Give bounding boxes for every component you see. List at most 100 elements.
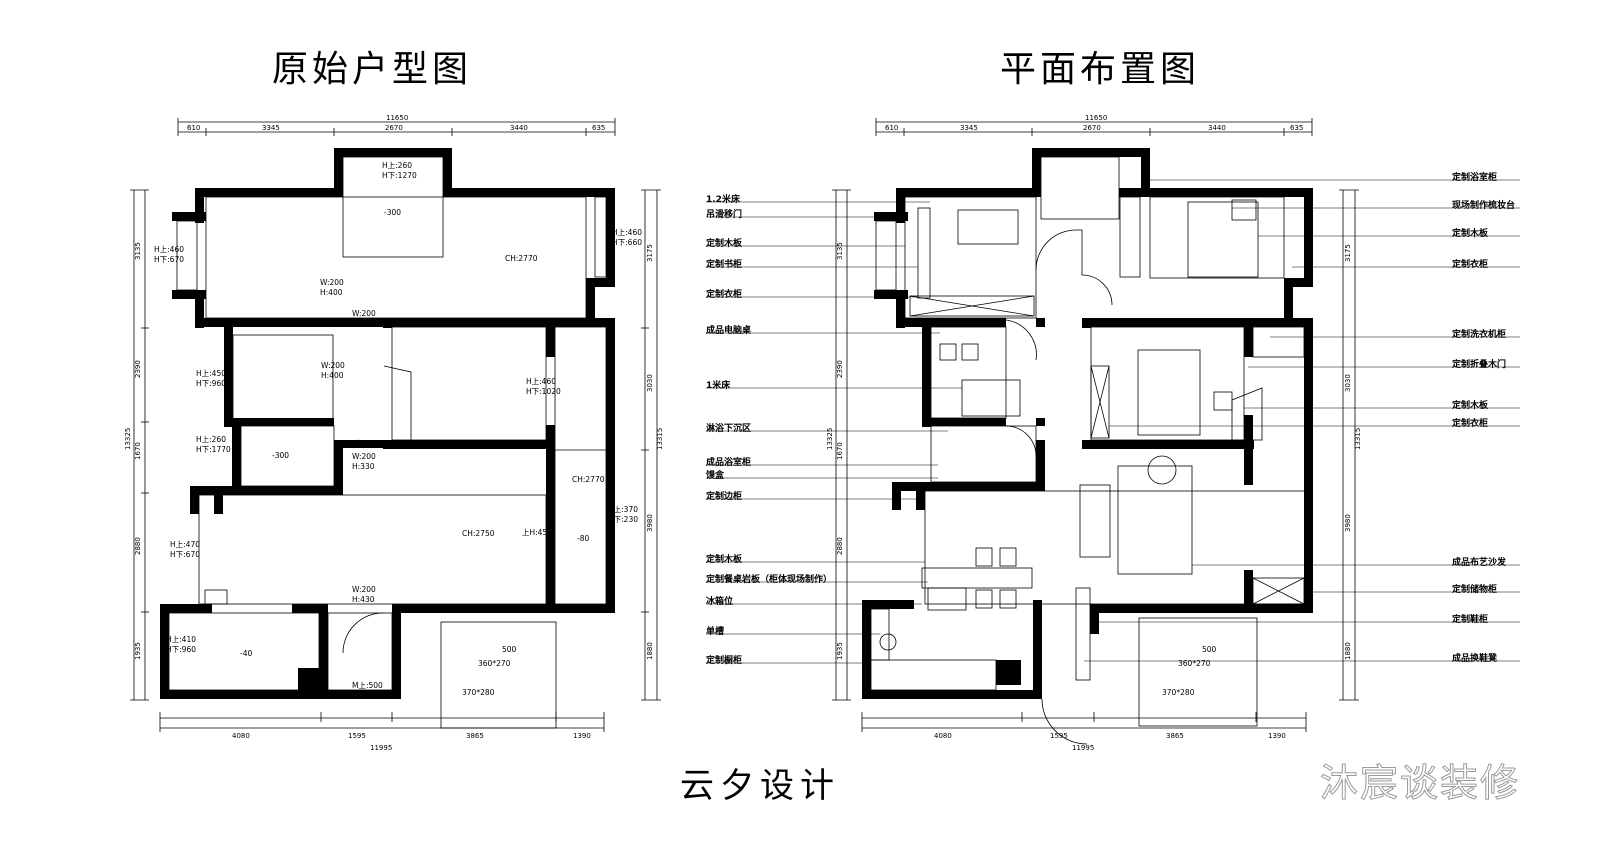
svg-text:-40: -40 [240, 649, 252, 658]
label-shoe-bench: 成品换鞋凳 [1452, 654, 1498, 664]
svg-text:2670: 2670 [385, 124, 403, 132]
svg-text:11650: 11650 [386, 114, 408, 122]
label-bath-cabinet-right: 定制浴室柜 [1452, 173, 1498, 183]
svg-text:H:430: H:430 [352, 595, 375, 604]
svg-text:2880: 2880 [836, 537, 844, 555]
svg-text:3135: 3135 [134, 242, 142, 260]
label-shower-area: 淋浴下沉区 [706, 424, 752, 434]
svg-text:360*270: 360*270 [478, 659, 511, 668]
label-custom-wardrobe-3: 定制衣柜 [1452, 419, 1489, 429]
svg-text:3440: 3440 [1208, 124, 1226, 132]
svg-text:3030: 3030 [1344, 374, 1352, 392]
label-custom-bookcase: 定制书柜 [706, 260, 743, 270]
label-washer-cabinet: 定制洗衣机柜 [1452, 330, 1507, 340]
svg-text:-300: -300 [272, 451, 289, 460]
svg-text:3345: 3345 [960, 124, 978, 132]
svg-text:3345: 3345 [262, 124, 280, 132]
svg-text:H上:260: H上:260 [196, 435, 226, 444]
svg-text:370*280: 370*280 [1162, 688, 1195, 697]
svg-text:1390: 1390 [573, 732, 591, 740]
svg-text:1935: 1935 [134, 642, 142, 660]
svg-text:2390: 2390 [134, 360, 142, 378]
svg-text:4080: 4080 [232, 732, 250, 740]
svg-text:360*270: 360*270 [1178, 659, 1211, 668]
svg-text:上H:450: 上H:450 [522, 528, 552, 537]
svg-text:W:200: W:200 [352, 452, 376, 461]
label-side-cabinet: 定制边柜 [706, 492, 743, 502]
svg-text:3980: 3980 [1344, 514, 1352, 532]
label-kitchen-cabinet: 定制橱柜 [706, 656, 743, 666]
label-custom-board-2: 定制木板 [706, 555, 743, 565]
svg-text:-300: -300 [384, 208, 401, 217]
svg-text:H下:230: H下:230 [608, 515, 638, 524]
svg-text:3030: 3030 [646, 374, 654, 392]
original-floor-plan: 11650 610 3345 2670 3440 635 4080 1595 3… [124, 114, 664, 752]
svg-text:1880: 1880 [646, 642, 654, 660]
label-sink: 单槽 [706, 627, 725, 637]
svg-text:M上:650: M上:650 [348, 439, 379, 448]
svg-text:11995: 11995 [1072, 744, 1094, 752]
svg-text:H下:660: H下:660 [612, 238, 642, 247]
svg-text:13315: 13315 [656, 428, 664, 450]
svg-text:500: 500 [502, 645, 517, 654]
label-sliding-door: 吊滑移门 [706, 210, 743, 220]
label-custom-board-3: 定制木板 [1452, 229, 1489, 239]
svg-text:1670: 1670 [836, 442, 844, 460]
layout-floor-plan: 11650 610 3345 2670 3440 635 4080 1595 3… [706, 114, 1520, 752]
label-custom-wardrobe-1: 定制衣柜 [706, 290, 743, 300]
svg-text:3440: 3440 [510, 124, 528, 132]
label-bed-1-2m: 1.2米床 [706, 195, 740, 205]
svg-text:3980: 3980 [646, 514, 654, 532]
svg-text:4080: 4080 [934, 732, 952, 740]
svg-text:H下:1770: H下:1770 [196, 445, 231, 454]
svg-text:3175: 3175 [1344, 244, 1352, 262]
svg-text:635: 635 [592, 124, 605, 132]
svg-text:H上:450: H上:450 [196, 369, 226, 378]
svg-text:13325: 13325 [124, 428, 132, 450]
svg-text:3865: 3865 [466, 732, 484, 740]
label-folding-door: 定制折叠木门 [1452, 360, 1507, 370]
original-plan-title: 原始户型图 [272, 49, 473, 90]
label-fridge: 冰箱位 [706, 597, 734, 607]
svg-text:H:400: H:400 [320, 288, 343, 297]
label-dining-table: 定制餐桌岩板（柜体现场制作） [706, 575, 833, 585]
svg-text:H上:470: H上:470 [170, 540, 200, 549]
svg-text:2670: 2670 [1083, 124, 1101, 132]
label-custom-wardrobe-2: 定制衣柜 [1452, 260, 1489, 270]
label-sofa: 成品布艺沙发 [1452, 558, 1507, 568]
label-wash-basin: 馒盒 [706, 471, 725, 481]
svg-text:CH:2750: CH:2750 [462, 529, 495, 538]
svg-text:635: 635 [1290, 124, 1303, 132]
svg-text:W:200: W:200 [320, 278, 344, 287]
svg-text:H:330: H:330 [352, 462, 375, 471]
svg-text:H:400: H:400 [321, 371, 344, 380]
label-storage-cabinet: 定制储物柜 [1452, 585, 1498, 595]
svg-text:1595: 1595 [1050, 732, 1068, 740]
svg-text:CH:2770: CH:2770 [572, 475, 605, 484]
svg-text:1595: 1595 [348, 732, 366, 740]
svg-text:500: 500 [1202, 645, 1217, 654]
studio-name: 云夕设计 [680, 766, 840, 806]
svg-text:2880: 2880 [134, 537, 142, 555]
svg-text:H上:460: H上:460 [526, 377, 556, 386]
label-custom-board-1: 定制木板 [706, 239, 743, 249]
svg-text:13315: 13315 [1354, 428, 1362, 450]
svg-text:-80: -80 [577, 534, 589, 543]
svg-text:CH:2770: CH:2770 [505, 254, 538, 263]
svg-text:H下:1020: H下:1020 [526, 387, 561, 396]
svg-text:1390: 1390 [1268, 732, 1286, 740]
svg-text:3865: 3865 [1166, 732, 1184, 740]
svg-text:H:350: H:350 [352, 319, 375, 328]
svg-text:2390: 2390 [836, 360, 844, 378]
svg-text:H上:410: H上:410 [166, 635, 196, 644]
svg-text:11650: 11650 [1085, 114, 1107, 122]
svg-text:H下:1270: H下:1270 [382, 171, 417, 180]
label-bed-1m: 1米床 [706, 381, 731, 391]
svg-text:H下:960: H下:960 [166, 645, 196, 654]
svg-text:H上:460: H上:460 [612, 228, 642, 237]
svg-text:11995: 11995 [370, 744, 392, 752]
svg-text:1670: 1670 [134, 442, 142, 460]
svg-text:13325: 13325 [826, 428, 834, 450]
svg-text:W:200: W:200 [352, 309, 376, 318]
